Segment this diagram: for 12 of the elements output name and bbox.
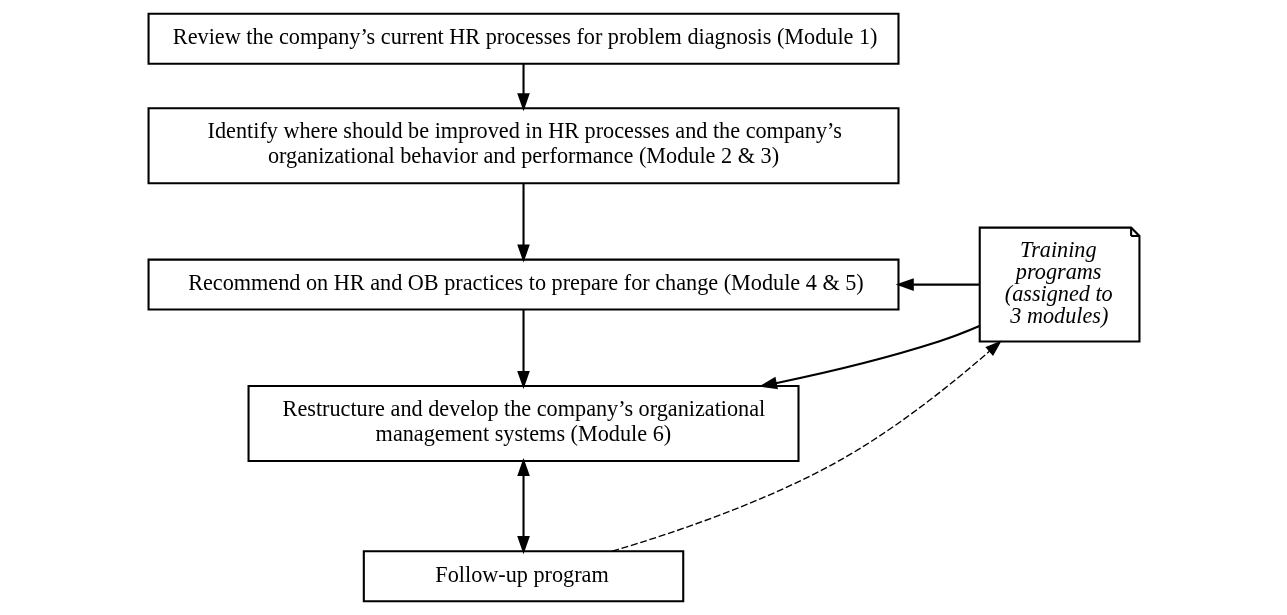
node-box: Follow-up program: [362, 550, 684, 603]
node-box: Identify where should be improved in HR processes and the company’s organizational behavior and performance (Module 2 & 3): [147, 107, 900, 185]
arrow: [611, 340, 1002, 552]
arrow: [516, 183, 530, 263]
node-box: Restructure and develop the company’s organizational management systems (Module 6): [247, 384, 800, 462]
arrow: [895, 278, 979, 291]
arrow: [516, 63, 530, 112]
node-box: Review the company’s current HR processes for problem diagnosis (Module 1): [147, 12, 900, 65]
node-box: Recommend on HR and OB practices to prepare for change (Module 4 & 5): [147, 258, 900, 311]
arrow: [516, 309, 530, 389]
arrow: [516, 458, 530, 555]
arrow: [758, 325, 980, 390]
